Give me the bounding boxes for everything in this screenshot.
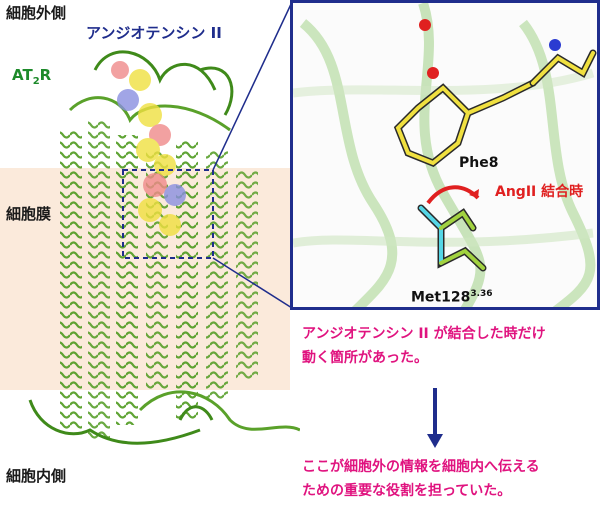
inset-structure — [293, 3, 597, 307]
ligand-spheres — [111, 61, 186, 236]
conclusion-note: ここが細胞外の情報を細胞内へ伝える ための重要な役割を担っていた。 — [302, 455, 540, 503]
connector-top — [212, 1, 293, 171]
helix-2 — [88, 120, 110, 440]
connector-bottom — [212, 257, 293, 309]
zoom-box — [122, 169, 214, 259]
helix-6 — [206, 150, 228, 400]
phe8-label: Phe8 — [459, 155, 499, 171]
angII-bound-label: AngII 結合時 — [495, 184, 584, 200]
ligand-title: アンジオテンシン II — [86, 24, 222, 42]
met128-label: Met1283.36 — [411, 289, 493, 306]
finding-note: アンジオテンシン II が結合した時だけ 動く箇所があった。 — [302, 322, 546, 370]
note-line-1: アンジオテンシン II が結合した時だけ — [302, 326, 546, 342]
helix-1 — [60, 130, 82, 430]
extracellular-label: 細胞外側 — [6, 4, 67, 22]
receptor-label: AT2R — [12, 66, 52, 87]
protein-structure — [28, 1, 300, 445]
helix-3 — [116, 135, 138, 425]
note-line-2: 動く箇所があった。 — [302, 350, 428, 366]
helix-5 — [176, 140, 198, 420]
helix-7 — [236, 170, 258, 380]
note-line-4: ための重要な役割を担っていた。 — [302, 483, 512, 499]
membrane-label: 細胞膜 — [6, 205, 52, 223]
down-arrow — [427, 388, 443, 448]
intracellular-label: 細胞内側 — [6, 467, 67, 485]
note-line-3: ここが細胞外の情報を細胞内へ伝える — [302, 459, 540, 475]
inset-panel: Phe8 AngII 結合時 Met1283.36 — [290, 0, 600, 310]
